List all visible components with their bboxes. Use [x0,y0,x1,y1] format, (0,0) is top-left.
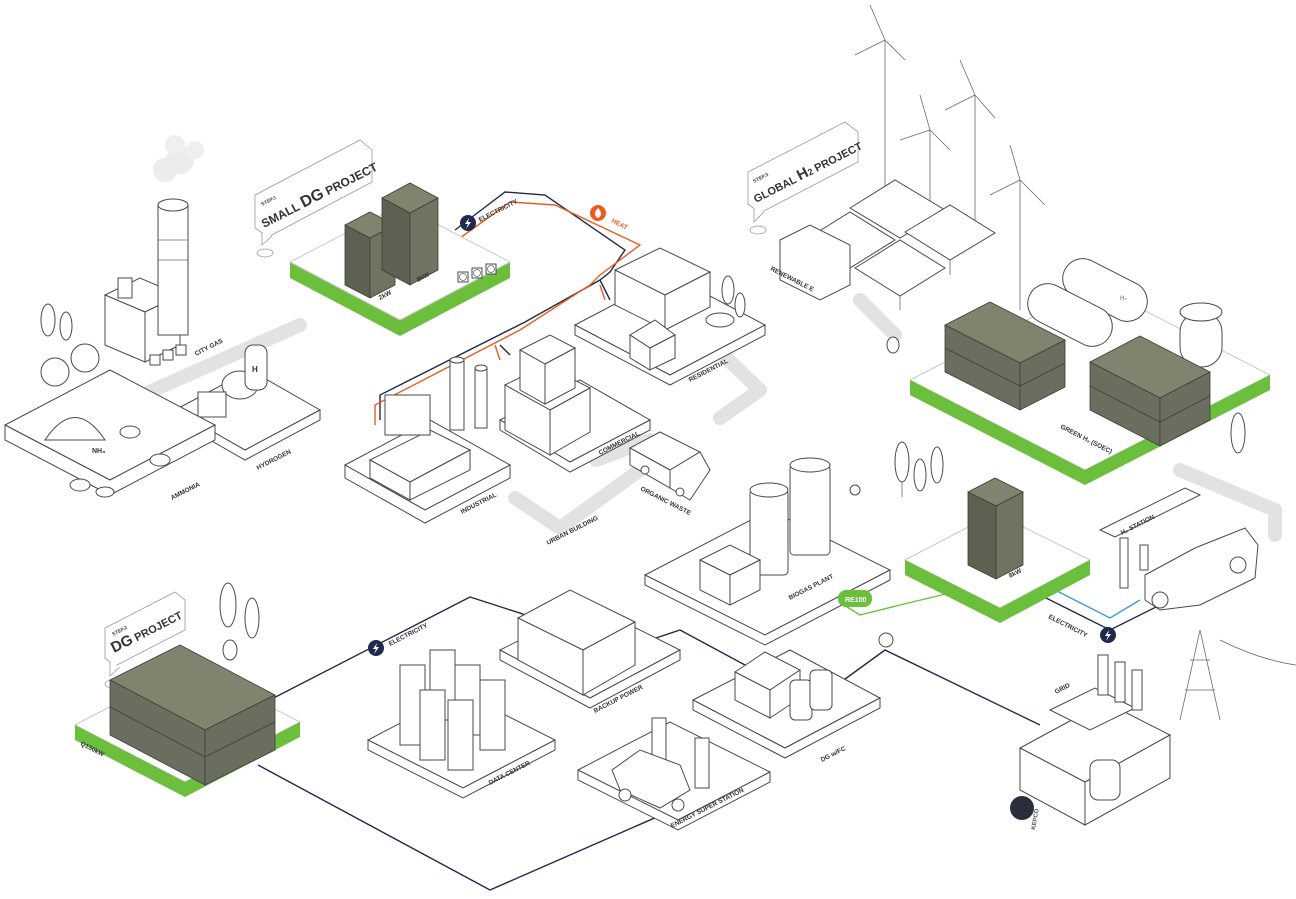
label-ammonia: AMMONIA [170,481,202,502]
city-gas-plant [103,135,204,366]
h2-tanks: H₂ [1027,258,1223,368]
biogas-plant [643,457,892,646]
h2-station [1098,487,1259,611]
trees-right [886,336,1246,497]
ammonia-farm: NH₃ [3,303,217,498]
renewable-fence [779,224,851,301]
electricity-badge-2: ELECTRICITY [368,622,429,656]
data-center [366,649,557,799]
lightning-icon [1105,630,1111,641]
wind-turbines [854,4,1046,310]
lightning-icon [465,218,471,229]
solar-panels [804,179,996,310]
road-network [113,293,1282,542]
heat-badge: HEAT [590,205,629,232]
h-tank-icon: H [252,365,258,374]
energy-super-station [576,717,772,831]
grid-plant: KEPCO [1010,629,1296,830]
kepco-logo [1010,796,1034,820]
garbage-truck [628,431,711,501]
h2-tank-icon: H₂ [1120,296,1127,302]
svg-text:KEPCO: KEPCO [1031,808,1041,830]
small-dg-fans [457,263,497,283]
label-dg-fc: DG w/FC [820,745,848,764]
re100-badge: RE100 [838,590,872,607]
svg-text:HEAT: HEAT [610,218,629,232]
label-grid: GRID [1054,682,1072,696]
residential-site [573,247,767,386]
trees-dg [219,582,260,661]
electricity-badge-3: ELECTRICITY [1047,614,1116,643]
svg-text:ELECTRICITY: ELECTRICITY [478,198,520,224]
soec-stack-right [1089,335,1211,447]
flame-icon [595,208,601,218]
nh3-icon: NH₃ [92,448,105,455]
backup-power [498,589,682,709]
q150-stack [109,644,276,786]
commercial-site [498,334,652,473]
dg-fc-house [691,649,882,759]
industrial-site [343,356,512,524]
fuel-cell-8kw [381,182,439,286]
soec-stack-left [944,301,1066,411]
junction-node [878,632,894,648]
svg-text:ELECTRICITY: ELECTRICITY [388,622,430,648]
svg-text:ELECTRICITY: ELECTRICITY [1047,614,1089,640]
svg-text:RE100: RE100 [845,597,867,604]
lightning-icon [373,643,379,654]
fuel-cell-8kw-b [967,477,1024,580]
